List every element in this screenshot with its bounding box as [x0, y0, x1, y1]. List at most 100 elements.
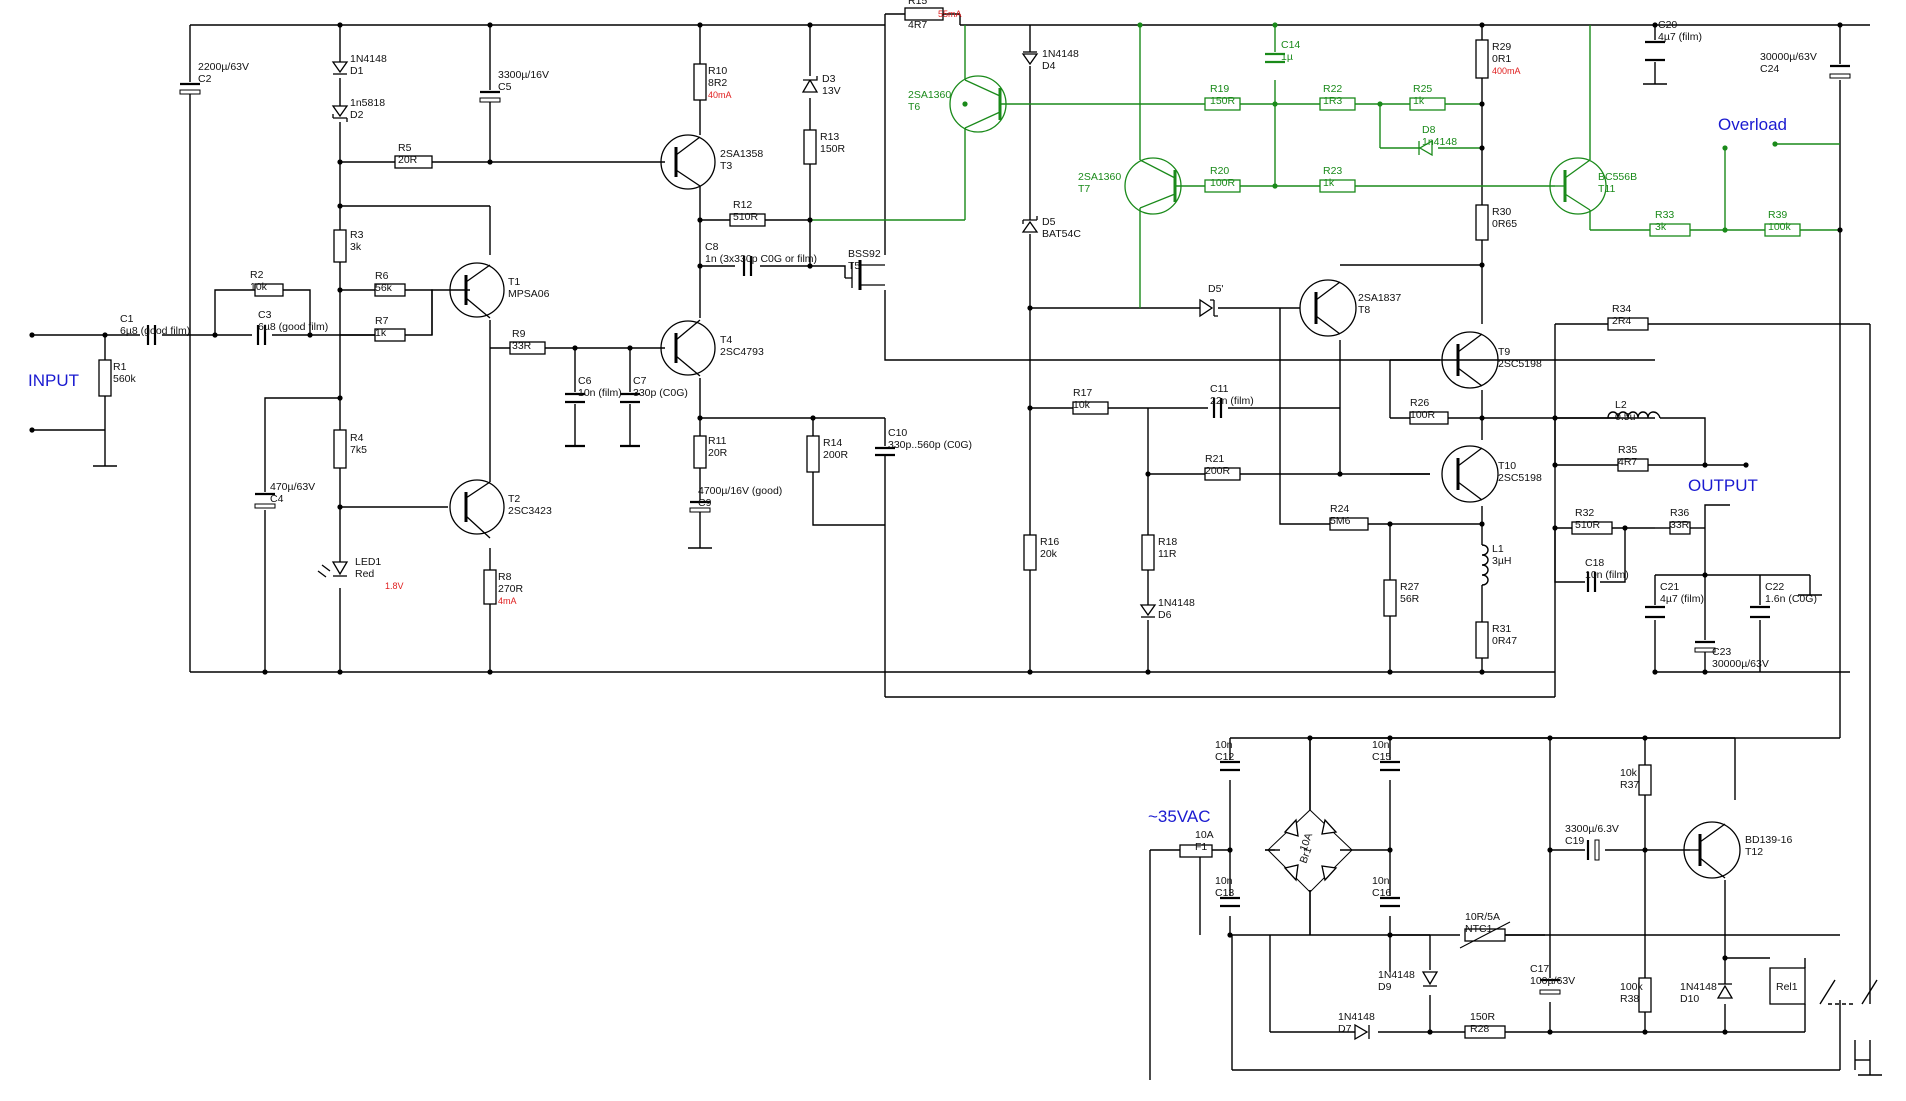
label-d5p-0: D5'	[1208, 283, 1223, 295]
resistor-R7	[374, 328, 406, 342]
label-d8-1: 1n4148	[1422, 136, 1457, 148]
label-t5-1: T5	[848, 260, 860, 272]
diode-D1	[331, 61, 349, 75]
label-r12-0: R12	[733, 199, 752, 211]
label-c18-1: 10n (film)	[1585, 569, 1629, 581]
resistor-R25	[1409, 97, 1446, 111]
label-c3-0: C3	[258, 309, 272, 321]
label-t4-0: T4	[720, 334, 732, 346]
label-d9-0: 1N4148	[1378, 969, 1415, 981]
label-d6-1: D6	[1158, 609, 1172, 621]
label-r15-2: 4R7	[908, 19, 927, 31]
label-c24-1: C24	[1760, 63, 1779, 75]
label-r33-1: 3k	[1655, 221, 1667, 233]
label-ntc1-0: 10R/5A	[1465, 911, 1500, 923]
label-c20-1: 4µ7 (film)	[1658, 31, 1702, 43]
diode-D9	[1421, 971, 1439, 987]
resistor-R29	[1475, 39, 1489, 79]
label-r32-1: 510R	[1575, 519, 1601, 531]
resistor-R16	[1023, 534, 1037, 571]
label-r5-1: 20R	[398, 154, 418, 166]
label-led1-0: LED1	[355, 556, 381, 568]
transistor-T7	[1124, 157, 1182, 215]
label-c23-0: C23	[1712, 646, 1731, 658]
label-t11-0: BC556B	[1598, 171, 1637, 183]
label-r37-0: 10k	[1620, 767, 1638, 779]
label-c16-0: 10n	[1372, 875, 1390, 887]
resistor-R11	[693, 435, 707, 469]
label-r2-0: R2	[250, 269, 264, 281]
diode-D7	[1354, 1023, 1370, 1041]
label-d6-0: 1N4148	[1158, 597, 1195, 609]
label-led1-2: 1.8V	[385, 581, 404, 591]
label-r12-1: 510R	[733, 211, 759, 223]
label-c2-0: 2200µ/63V	[198, 61, 249, 73]
label-c10-0: C10	[888, 427, 907, 439]
label-r33-0: R33	[1655, 209, 1674, 221]
diode-D4	[1021, 51, 1039, 66]
label-r38-0: 100k	[1620, 981, 1644, 993]
label-t6-1: T6	[908, 101, 920, 113]
label-t3-0: 2SA1358	[720, 148, 763, 160]
resistor-R8	[483, 569, 497, 605]
transistor-T4	[660, 319, 716, 377]
label-r4-1: 7k5	[350, 444, 367, 456]
capacitor-C16	[1380, 896, 1400, 908]
label-r3-1: 3k	[350, 241, 362, 253]
capacitor-C12	[1220, 760, 1240, 772]
label-r36-1: 33R	[1670, 519, 1690, 531]
label-c6-0: C6	[578, 375, 592, 387]
label-c12-1: C12	[1215, 751, 1234, 763]
label-r35-1: 4R7	[1618, 456, 1637, 468]
label-c5-0: 3300µ/16V	[498, 69, 549, 81]
label-c1-1: 6µ8 (good film)	[120, 325, 190, 337]
capacitor-C7	[620, 392, 640, 448]
green-transistors	[949, 75, 1607, 215]
transistor-T12	[1683, 821, 1741, 879]
capacitor-C15	[1380, 760, 1400, 772]
label-t5-0: BSS92	[848, 248, 881, 260]
label-r34-0: R34	[1612, 303, 1631, 315]
label-r18-1: 11R	[1158, 548, 1177, 560]
capacitor-C24	[1829, 64, 1851, 79]
label-r9-0: R9	[512, 328, 526, 340]
transistor-T3	[660, 134, 716, 190]
label-t10-0: T10	[1498, 460, 1516, 472]
input-label: INPUT	[28, 371, 79, 390]
label-r14-0: R14	[823, 437, 842, 449]
label-d3-0: D3	[822, 73, 836, 85]
label-t2-0: T2	[508, 493, 520, 505]
label-c7-1: 330p (C0G)	[633, 387, 688, 399]
capacitor-C17	[1539, 978, 1561, 995]
capacitor-C11	[1212, 398, 1223, 418]
label-r14-1: 200R	[823, 449, 849, 461]
label-d5-0: D5	[1042, 216, 1056, 228]
label-r8-1: 270R	[498, 583, 524, 595]
resistor-R4	[333, 429, 347, 469]
label-r8-2: 4mA	[498, 596, 517, 606]
label-r17-0: R17	[1073, 387, 1092, 399]
label-d10-1: D10	[1680, 993, 1699, 1005]
resistor-R19	[1204, 97, 1241, 111]
label-d7-1: D7	[1338, 1023, 1352, 1035]
label-r22-0: R22	[1323, 83, 1342, 95]
transistor-T10	[1441, 445, 1499, 503]
diode-D6	[1139, 604, 1157, 618]
resistor-R36	[1669, 521, 1691, 535]
label-t4-1: 2SC4793	[720, 346, 764, 358]
ntc-NTC1	[1459, 921, 1511, 949]
label-r2-1: 10k	[250, 281, 268, 293]
label-c7-0: C7	[633, 375, 647, 387]
label-d2-0: 1n5818	[350, 97, 385, 109]
resistor-R20	[1204, 179, 1241, 193]
label-l2-1: 0.5u	[1615, 411, 1636, 423]
label-r23-1: 1k	[1323, 177, 1335, 189]
label-r13-0: R13	[820, 131, 839, 143]
label-r37-1: R37	[1620, 779, 1639, 791]
label-r27-1: 56R	[1400, 593, 1420, 605]
label-t9-0: T9	[1498, 346, 1510, 358]
label-r19-0: R19	[1210, 83, 1229, 95]
resistors	[98, 7, 1691, 1039]
